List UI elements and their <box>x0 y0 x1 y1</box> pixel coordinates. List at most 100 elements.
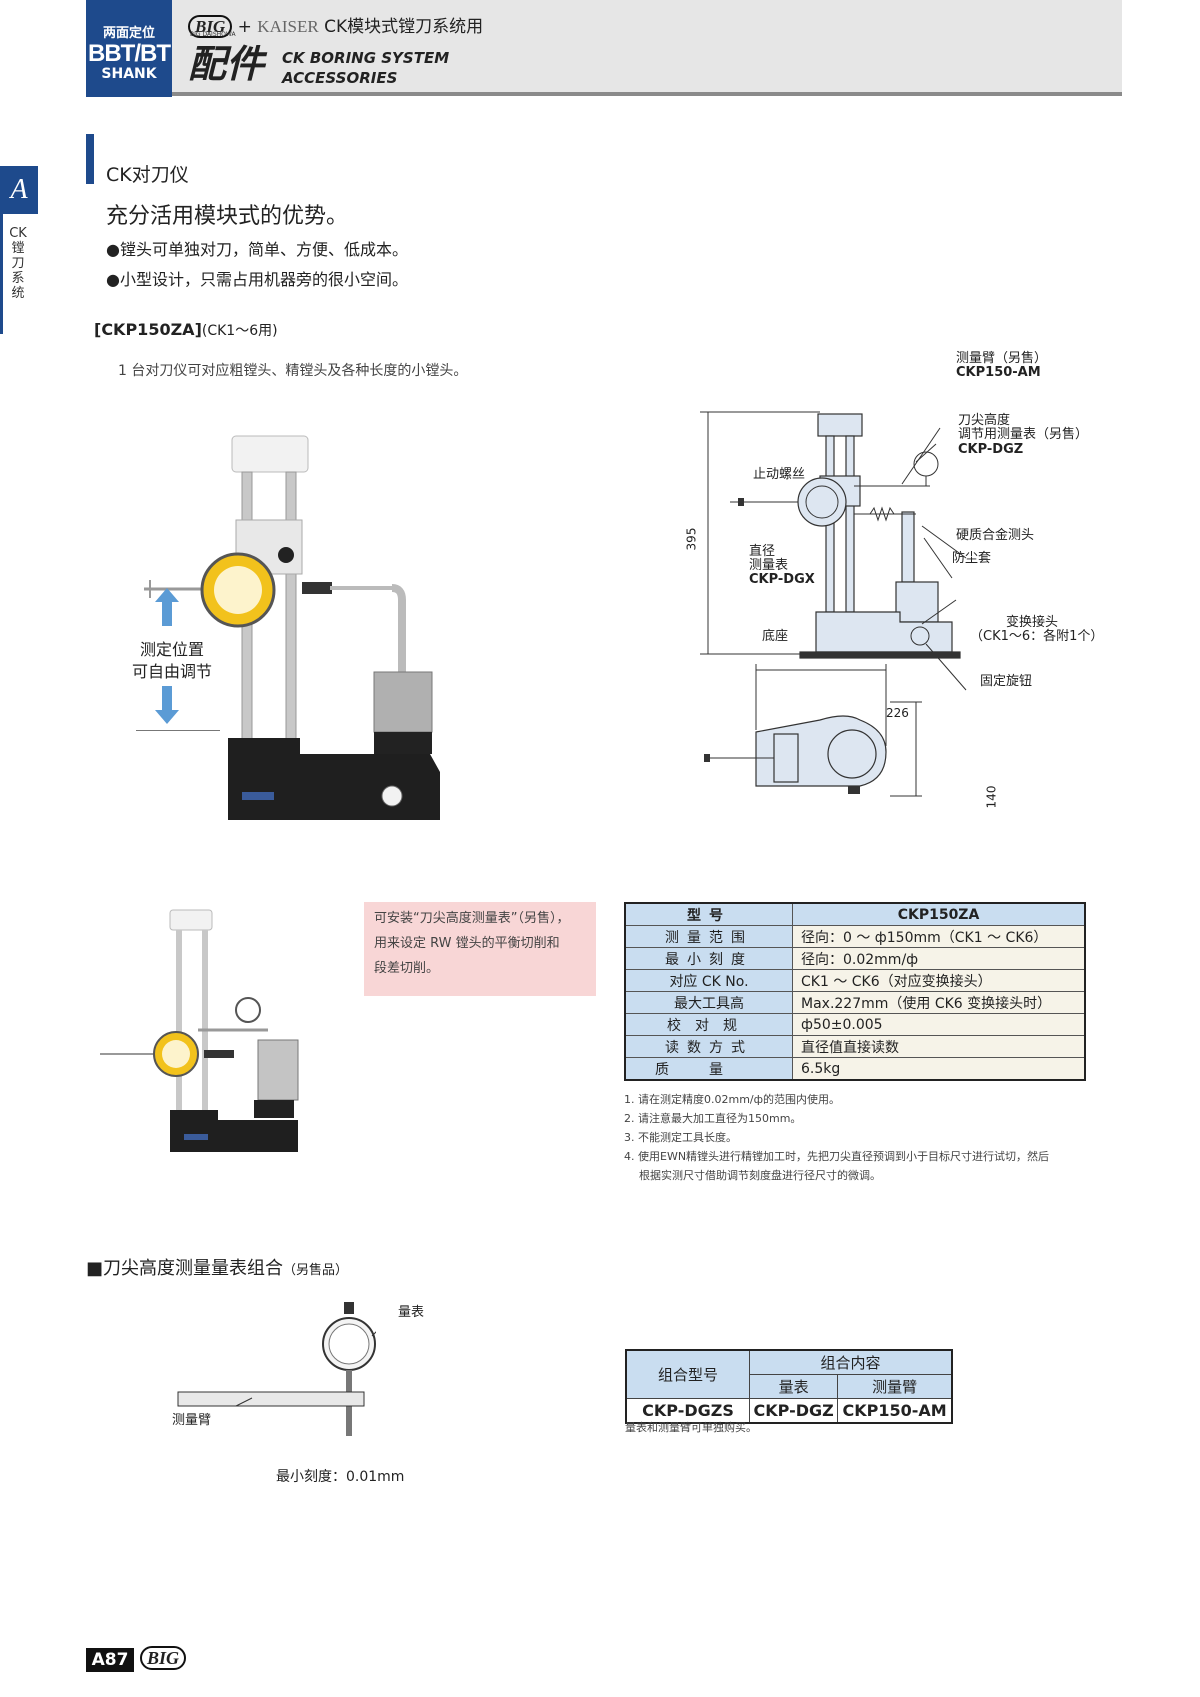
shank-line2: BBT/BT <box>88 40 171 67</box>
footer-big-logo: BIG <box>140 1646 187 1670</box>
tip-code: CKP-DGZ <box>958 442 1024 457</box>
model-heading: [CKP150ZA](CK1～6用) <box>94 320 278 340</box>
combo-note: 量表和测量臂可单独购买。 <box>625 1421 757 1434</box>
combo-arm: CKP150-AM <box>837 1398 953 1424</box>
dia-label-1: 直径 <box>749 544 776 559</box>
big-logo: BIG <box>188 15 233 38</box>
adjust-arrows-icon <box>155 588 179 724</box>
arm-part-label: 测量臂 <box>172 1413 212 1428</box>
pink-note-line1: 可安装“刀尖高度测量表”（另售）， <box>374 911 570 926</box>
spec-key: 最大工具高 <box>624 991 793 1014</box>
spec-value: 直径值直接读数 <box>792 1035 1086 1058</box>
dim-width: 226 <box>886 706 909 720</box>
dim-depth: 140 <box>984 785 999 809</box>
shank-line1: 两面定位 <box>102 26 155 41</box>
combo-header-row: 组合型号 组合内容 <box>625 1349 953 1399</box>
spec-key: 测量范围 <box>624 925 793 948</box>
spec-value: CK1 ～ CK6（对应变换接头） <box>792 969 1086 992</box>
spec-header-row: 型号 CKP150ZA <box>624 902 1086 926</box>
model-note: (CK1～6用) <box>201 323 278 339</box>
spec-note-4: 4. 使用EWN精镗头进行精镗加工时，先把刀尖直径预调到小于目标尺寸进行试切，然… <box>624 1150 1050 1163</box>
page-title: CK对刀仪 <box>106 164 189 186</box>
carbide-label: 硬质合金测头 <box>956 528 1035 543</box>
spec-note-2: 2. 请注意最大加工直径为150mm。 <box>624 1112 802 1125</box>
dia-code: CKP-DGX <box>749 572 815 587</box>
spec-note-3: 3. 不能测定工具长度。 <box>624 1131 737 1144</box>
combo-table: 组合型号 组合内容 量表 测量臂 CKP-DGZS CKP-DGZ CKP150… <box>625 1349 953 1424</box>
brand-row: BIG + KAISER CK模块式镗刀系统用 <box>188 12 484 38</box>
bullet-2: ●小型设计，只需占用机器旁的很小空间。 <box>106 270 408 289</box>
adapter-label-1: 变换接头 <box>1006 615 1059 630</box>
spec-key: 校对规 <box>624 1013 793 1036</box>
device-photo-main <box>144 435 440 820</box>
pink-note-line3: 段差切削。 <box>374 961 440 976</box>
pink-note-line2: 用来设定 RW 镗头的平衡切削和 <box>374 936 560 951</box>
spec-value: 6.5kg <box>792 1057 1086 1081</box>
side-tab-text: CK镗刀系统 <box>9 226 27 301</box>
dim-height: 395 <box>684 527 699 551</box>
section-title: 配件 <box>188 42 265 86</box>
combo-title-note: （另售品） <box>283 1263 349 1278</box>
spec-key: 最小刻度 <box>624 947 793 970</box>
table-row: 最小刻度径向：0.02mm/ф <box>624 947 1086 970</box>
brand-plus: + <box>237 17 252 37</box>
gauge-drawing <box>177 1302 376 1436</box>
combo-title: ■刀尖高度测量量表组合 <box>86 1258 284 1279</box>
model-description: 1 台对刀仪可对应粗镗头、精镗头及各种长度的小镗头。 <box>118 363 468 379</box>
photo-caption-1: 测定位置 <box>140 640 205 659</box>
spec-note-1: 1. 请在测定精度0.02mm/ф的范围内使用。 <box>624 1093 841 1106</box>
device-drawing <box>700 411 967 797</box>
photo-caption-2: 可自由调节 <box>132 662 213 681</box>
combo-col-gauge: 量表 <box>748 1374 839 1399</box>
gauge-label: 量表 <box>398 1305 425 1320</box>
knob-label: 固定旋钮 <box>980 674 1033 689</box>
header-rule <box>86 92 1122 96</box>
shank-badge: 两面定位 BBT/BT SHANK <box>86 0 172 97</box>
tip-label-2: 调节用测量表（另售） <box>958 427 1089 442</box>
side-tab-line <box>0 214 3 334</box>
kaiser-logo: KAISER <box>257 17 319 36</box>
combo-col-model: 组合型号 <box>625 1349 750 1399</box>
tip-label-1: 刀尖高度 <box>958 413 1011 428</box>
combo-heading: ■刀尖高度测量量表组合（另售品） <box>86 1254 348 1280</box>
side-tab-letter[interactable]: A <box>0 166 38 214</box>
spec-notes: 1. 请在测定精度0.02mm/ф的范围内使用。 2. 请注意最大加工直径为15… <box>624 1090 1104 1185</box>
spec-header-value: CKP150ZA <box>792 902 1086 926</box>
spec-value: 径向：0.02mm/ф <box>792 947 1086 970</box>
table-row: CKP-DGZS CKP-DGZ CKP150-AM <box>625 1398 953 1424</box>
model-code: [CKP150ZA] <box>94 320 202 339</box>
headline: 充分活用模块式的优势。 <box>106 204 349 229</box>
spec-table: 型号 CKP150ZA 测量范围径向：0 ～ ф150mm（CK1 ～ CK6）… <box>624 902 1086 1081</box>
section-en1: CK BORING SYSTEM <box>282 49 450 67</box>
stop-screw-label: 止动螺丝 <box>753 467 806 482</box>
table-row: 对应 CK No.CK1 ～ CK6（对应变换接头） <box>624 969 1086 992</box>
title-bar <box>86 134 94 184</box>
bullet-1: ●镗头可单独对刀，简单、方便、低成本。 <box>106 240 408 259</box>
spec-key: 质量 <box>624 1057 793 1081</box>
min-scale: 最小刻度：0.01mm <box>276 1469 405 1485</box>
page-number: A87 <box>86 1648 134 1672</box>
section-en2: ACCESSORIES <box>282 69 398 87</box>
spec-key: 读数方式 <box>624 1035 793 1058</box>
base-label: 底座 <box>762 629 789 644</box>
table-row: 测量范围径向：0 ～ ф150mm（CK1 ～ CK6） <box>624 925 1086 948</box>
arm-label: 测量臂（另售） <box>956 351 1048 366</box>
caption-rule <box>136 730 220 731</box>
shank-line3: SHANK <box>101 66 157 82</box>
header-band <box>86 0 1122 92</box>
pink-note: 可安装“刀尖高度测量表”（另售）， 用来设定 RW 镗头的平衡切削和 段差切削。 <box>364 902 596 996</box>
spec-header-key: 型号 <box>624 902 793 926</box>
table-row: 读数方式直径值直接读数 <box>624 1035 1086 1058</box>
combo-col-arm: 测量臂 <box>837 1374 953 1399</box>
dia-label-2: 测量表 <box>749 558 789 573</box>
system-title: CK模块式镗刀系统用 <box>324 17 484 37</box>
footer-logo: BIG <box>140 1646 187 1670</box>
spec-value: 径向：0 ～ ф150mm（CK1 ～ CK6） <box>792 925 1086 948</box>
combo-col-group: 组合内容 <box>749 1349 953 1375</box>
arm-code: CKP150-AM <box>956 365 1041 380</box>
spec-value: Max.227mm（使用 CK6 变换接头时） <box>792 991 1086 1014</box>
combo-gauge: CKP-DGZ <box>748 1398 839 1424</box>
